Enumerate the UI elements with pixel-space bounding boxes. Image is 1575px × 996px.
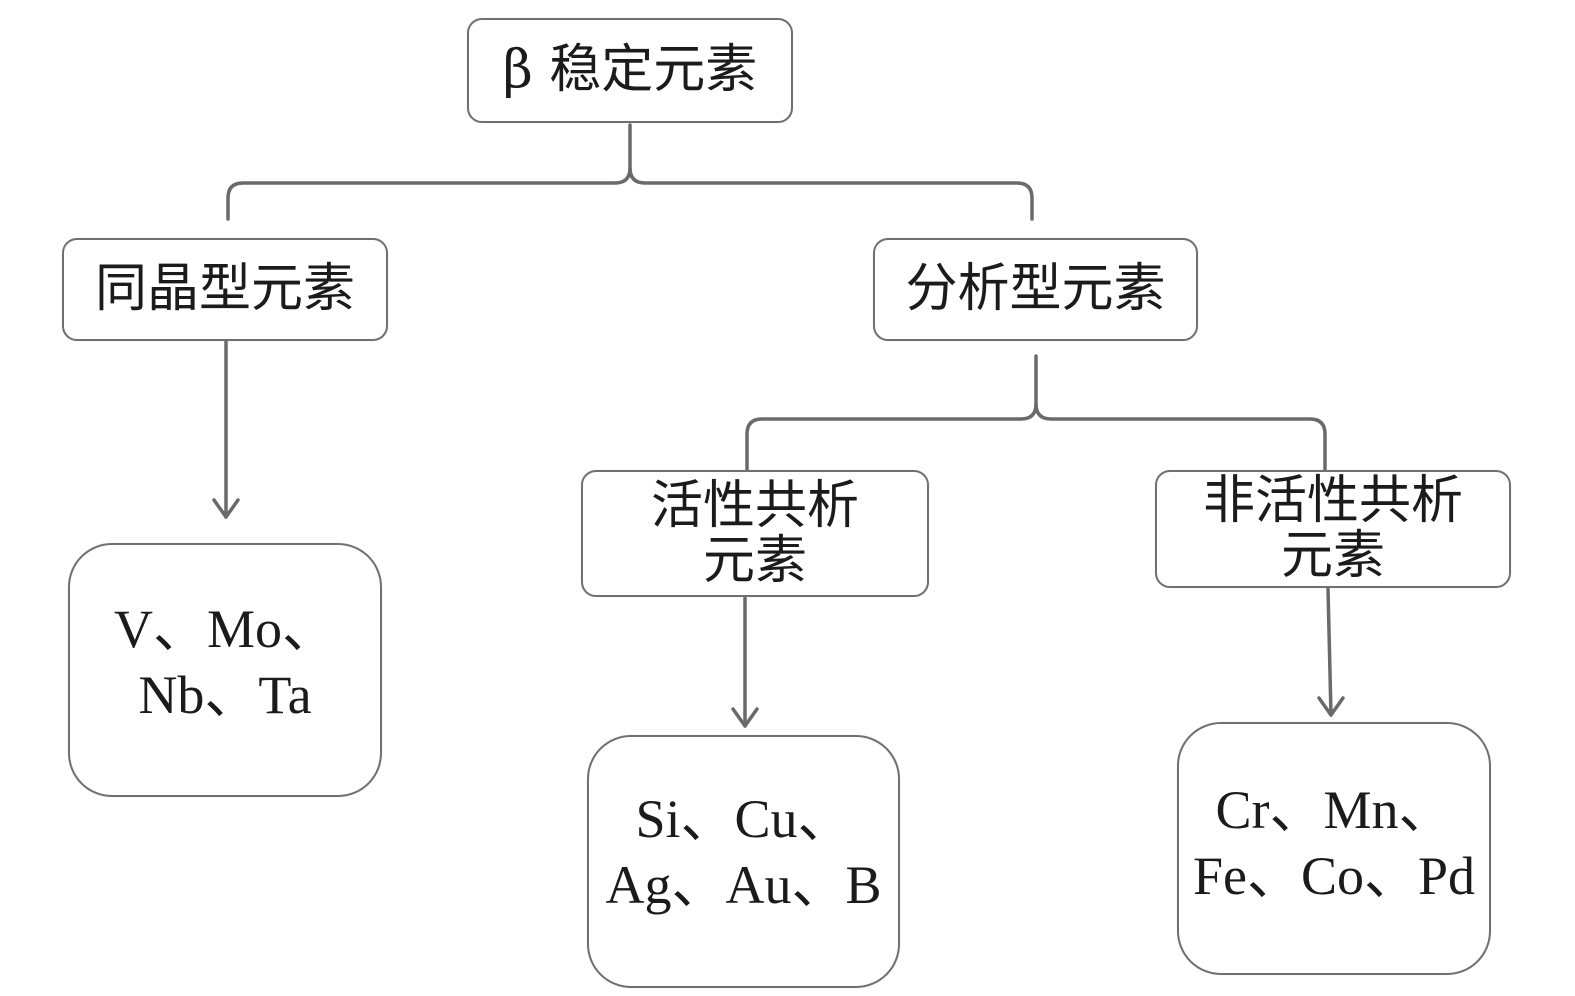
eutectoid-type-label: 分析型元素 [905, 259, 1166, 319]
inactive-eutectoid-label-line-2: 元素 [1280, 526, 1385, 586]
isomorphous-type-label: 同晶型元素 [94, 259, 355, 319]
inactive-arrow-shaft [1326, 587, 1333, 717]
isomorphous-type-node: 同晶型元素 [62, 238, 388, 341]
isomorphous-elements-line-1: V、Mo、 [113, 599, 336, 659]
root-node: β 稳定元素 [467, 18, 793, 123]
isomorphous-arrow-head [212, 498, 240, 519]
active-eutectoid-elements-line-2: Ag、Au、B [605, 854, 882, 915]
active-arrow-head [731, 707, 759, 728]
root-brace-left [226, 123, 632, 221]
active-eutectoid-elements-node: Si、Cu、 Ag、Au、B [587, 735, 900, 988]
active-eutectoid-elements-line-1: Si、Cu、 [635, 788, 852, 849]
active-eutectoid-node: 活性共析 元素 [581, 470, 929, 597]
active-eutectoid-label-line-2: 元素 [702, 530, 807, 591]
inactive-eutectoid-elements-node: Cr、Mn、 Fe、Co、Pd [1177, 722, 1491, 975]
root-brace-right [628, 166, 1034, 221]
isomorphous-elements-node: V、Mo、 Nb、Ta [68, 543, 382, 797]
inactive-arrow-head [1317, 696, 1345, 717]
inactive-eutectoid-elements-line-2: Fe、Co、Pd [1192, 845, 1476, 906]
eutectoid-brace-left [745, 354, 1038, 473]
eutectoid-type-node: 分析型元素 [873, 238, 1198, 341]
inactive-eutectoid-node: 非活性共析 元素 [1155, 470, 1511, 588]
root-node-label: β 稳定元素 [502, 40, 758, 100]
eutectoid-brace-right [1034, 402, 1327, 472]
inactive-eutectoid-elements-line-1: Cr、Mn、 [1215, 779, 1453, 840]
isomorphous-elements-line-2: Nb、Ta [138, 665, 312, 725]
inactive-eutectoid-label-line-1: 非活性共析 [1202, 471, 1463, 531]
active-eutectoid-label-line-1: 活性共析 [650, 475, 859, 536]
